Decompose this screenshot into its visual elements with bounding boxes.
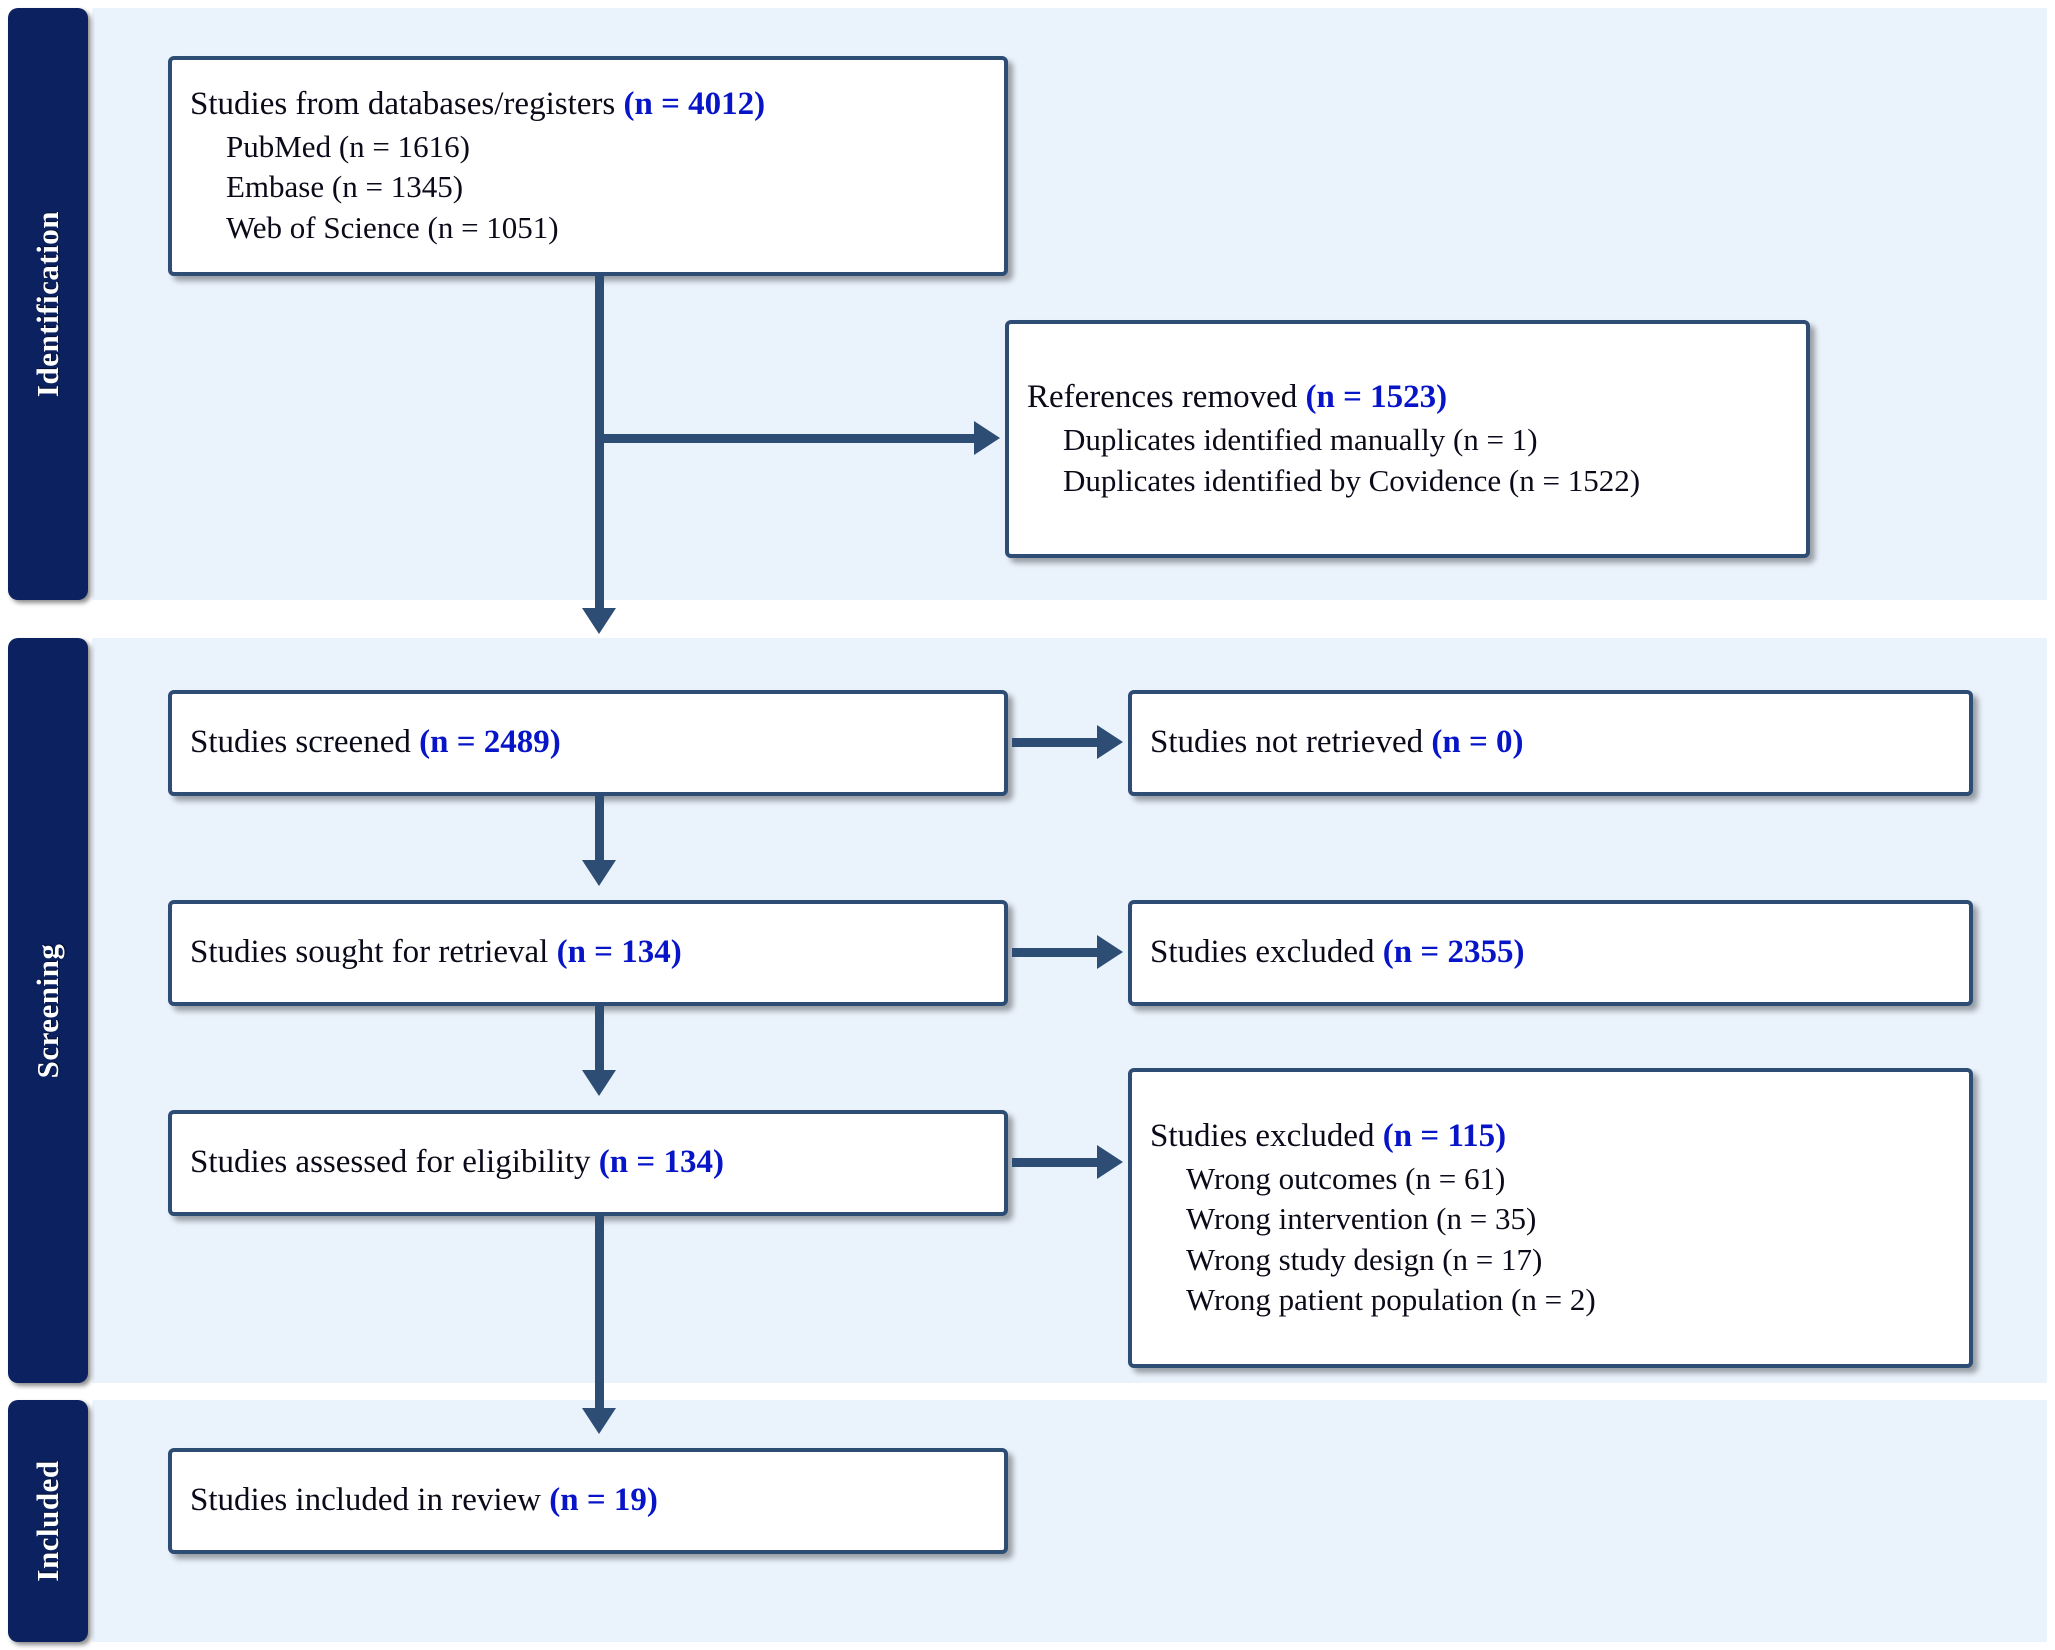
studies-excluded-eligibility-label: Studies excluded: [1150, 1117, 1383, 1154]
arrowhead-assessed-to-included: [582, 1408, 616, 1434]
list-item: Duplicates identified by Covidence (n = …: [1063, 462, 1641, 498]
references-removed-label: References removed: [1027, 379, 1306, 416]
box-records-identified-title: Studies from databases/registers (n = 40…: [172, 84, 1004, 125]
records-identified-sources: PubMed (n = 1616) Embase (n = 1345) Web …: [172, 127, 1004, 248]
arrowhead-screened-to-sought: [582, 860, 616, 886]
box-studies-included-in-review: Studies included in review (n = 19): [168, 1448, 1008, 1554]
box-studies-assessed-title: Studies assessed for eligibility (n = 13…: [172, 1142, 1004, 1183]
list-item: Embase (n = 1345): [226, 169, 464, 205]
box-studies-screened: Studies screened (n = 2489): [168, 690, 1008, 796]
box-studies-excluded-eligibility: Studies excluded (n = 115) Wrong outcome…: [1128, 1068, 1973, 1368]
studies-not-retrieved-count: (n = 0): [1431, 724, 1524, 761]
box-studies-excluded-screening: Studies excluded (n = 2355): [1128, 900, 1973, 1006]
connector-trunk-to-references-removed: [600, 434, 975, 443]
box-studies-assessed-for-eligibility: Studies assessed for eligibility (n = 13…: [168, 1110, 1008, 1216]
studies-included-count: (n = 19): [549, 1482, 658, 1519]
studies-sought-count: (n = 134): [556, 934, 682, 971]
connector-screened-to-sought: [595, 796, 604, 864]
studies-assessed-count: (n = 134): [598, 1144, 724, 1181]
box-studies-excluded-eligibility-title: Studies excluded (n = 115): [1132, 1116, 1969, 1157]
connector-assessed-to-excluded-eligibility: [1012, 1158, 1098, 1167]
arrowhead-trunk-to-references-removed: [974, 421, 1000, 455]
arrowhead-assessed-to-excluded-eligibility: [1097, 1145, 1123, 1179]
box-studies-screened-title: Studies screened (n = 2489): [172, 722, 1004, 763]
box-studies-sought-title: Studies sought for retrieval (n = 134): [172, 932, 1004, 973]
stage-label-identification: Identification: [30, 210, 65, 398]
records-identified-label: Studies from databases/registers: [190, 85, 624, 122]
studies-excluded-screening-label: Studies excluded: [1150, 934, 1383, 971]
arrowhead-sought-to-excluded: [1097, 935, 1123, 969]
list-item: Wrong outcomes (n = 61): [1186, 1161, 1506, 1197]
arrowhead-sought-to-assessed: [582, 1070, 616, 1096]
studies-screened-count: (n = 2489): [419, 724, 561, 761]
studies-assessed-label: Studies assessed for eligibility: [190, 1144, 599, 1181]
arrowhead-identified-to-screened: [582, 608, 616, 634]
list-item: Wrong intervention (n = 35): [1186, 1201, 1537, 1237]
stage-label-included: Included: [30, 1460, 65, 1582]
studies-excluded-eligibility-count: (n = 115): [1382, 1117, 1507, 1154]
box-studies-sought-for-retrieval: Studies sought for retrieval (n = 134): [168, 900, 1008, 1006]
list-item: PubMed (n = 1616): [226, 129, 470, 165]
studies-screened-label: Studies screened: [190, 724, 420, 761]
stage-label-screening: Screening: [30, 943, 65, 1078]
box-records-identified: Studies from databases/registers (n = 40…: [168, 56, 1008, 276]
list-item: Duplicates identified manually (n = 1): [1063, 422, 1538, 458]
box-studies-not-retrieved-title: Studies not retrieved (n = 0): [1132, 722, 1969, 763]
stage-tab-identification: Identification: [8, 8, 88, 600]
arrowhead-screened-to-not-retrieved: [1097, 725, 1123, 759]
connector-sought-to-assessed: [595, 1006, 604, 1074]
references-removed-count: (n = 1523): [1305, 379, 1448, 416]
connector-assessed-to-included: [595, 1216, 604, 1412]
studies-included-label: Studies included in review: [190, 1482, 550, 1519]
box-studies-excluded-screening-title: Studies excluded (n = 2355): [1132, 932, 1969, 973]
studies-sought-label: Studies sought for retrieval: [190, 934, 557, 971]
box-references-removed-title: References removed (n = 1523): [1009, 377, 1806, 418]
references-removed-reasons: Duplicates identified manually (n = 1) D…: [1009, 420, 1806, 501]
list-item: Web of Science (n = 1051): [226, 209, 559, 245]
box-studies-included-title: Studies included in review (n = 19): [172, 1480, 1004, 1521]
box-references-removed: References removed (n = 1523) Duplicates…: [1005, 320, 1810, 558]
stage-tab-included: Included: [8, 1400, 88, 1642]
records-identified-count: (n = 4012): [623, 85, 766, 122]
connector-sought-to-excluded: [1012, 948, 1098, 957]
stage-tab-screening: Screening: [8, 638, 88, 1383]
studies-not-retrieved-label: Studies not retrieved: [1150, 724, 1432, 761]
list-item: Wrong patient population (n = 2): [1186, 1281, 1596, 1317]
list-item: Wrong study design (n = 17): [1186, 1241, 1543, 1277]
box-studies-not-retrieved: Studies not retrieved (n = 0): [1128, 690, 1973, 796]
studies-excluded-screening-count: (n = 2355): [1382, 934, 1525, 971]
connector-screened-to-not-retrieved: [1012, 738, 1098, 747]
connector-identified-to-screened: [595, 276, 604, 615]
studies-excluded-reasons: Wrong outcomes (n = 61) Wrong interventi…: [1132, 1159, 1969, 1320]
